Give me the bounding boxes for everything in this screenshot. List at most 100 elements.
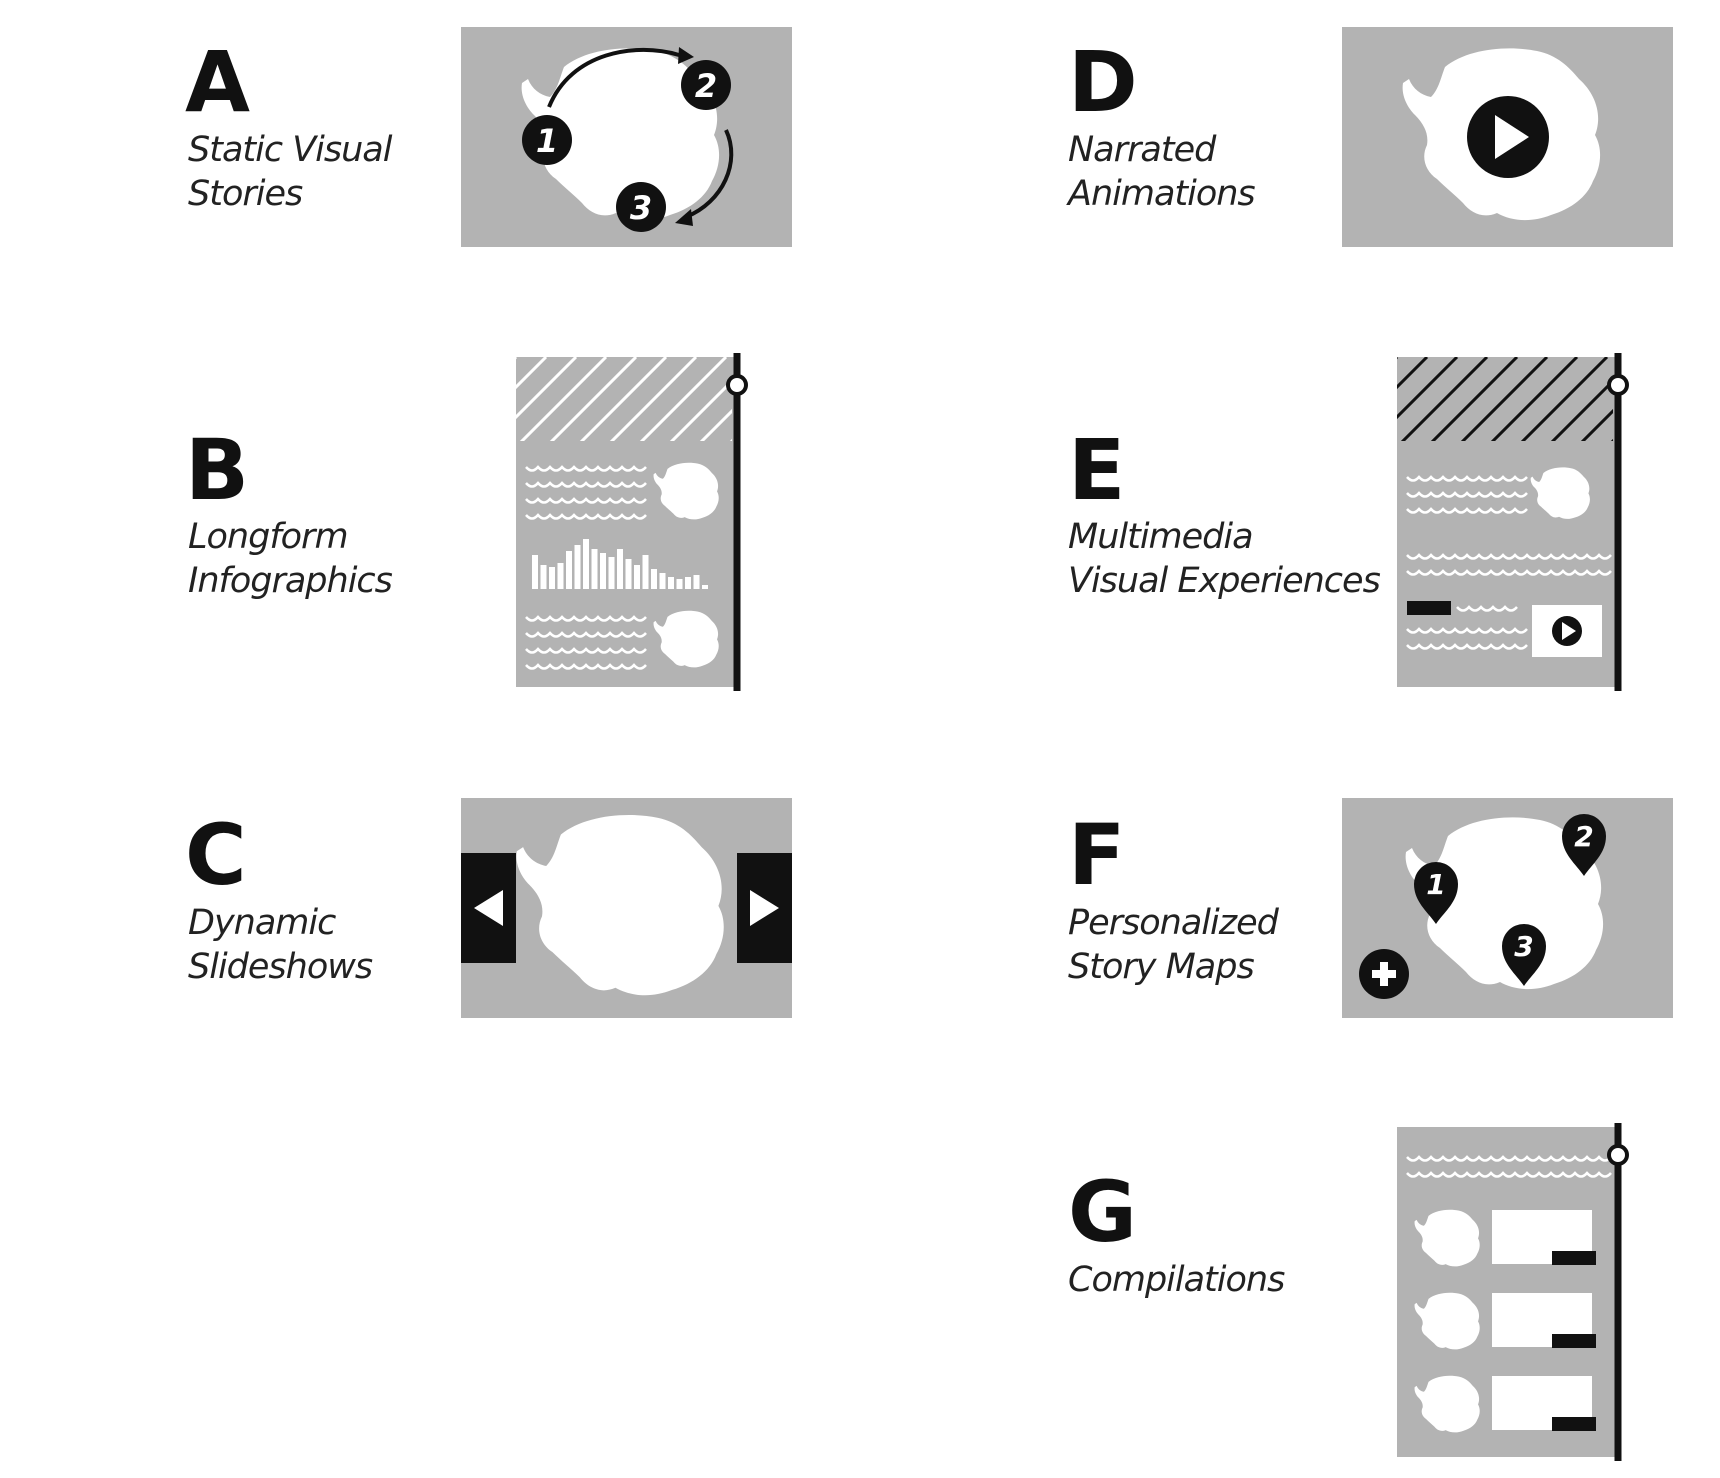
panel-longform-infographics xyxy=(516,353,748,691)
bar xyxy=(676,579,683,589)
wave-line xyxy=(525,497,647,504)
add-button-icon[interactable] xyxy=(1359,949,1409,999)
hatch-line xyxy=(1397,357,1459,420)
bar xyxy=(608,557,615,589)
wave-line xyxy=(525,615,647,622)
map-pin-2-icon[interactable]: 2 xyxy=(1562,814,1606,876)
step-3-marker: 3 xyxy=(616,182,666,232)
hatch-line xyxy=(1520,357,1609,441)
bar xyxy=(668,577,674,589)
hatched-header xyxy=(516,357,732,441)
wave-line xyxy=(1406,507,1528,514)
card-bar xyxy=(1552,1417,1596,1431)
previous-arrow-icon[interactable] xyxy=(461,853,516,963)
bar xyxy=(532,555,538,589)
panel-dynamic-slideshows xyxy=(461,798,792,1018)
map-pin-3-icon[interactable]: 3 xyxy=(1502,924,1546,986)
hatch-line xyxy=(1490,357,1579,441)
arrowhead-icon xyxy=(678,47,694,64)
type-letter-c: C xyxy=(185,806,247,904)
scrollbar-handle[interactable] xyxy=(1607,1144,1629,1166)
type-label-a-line1: Static Visual xyxy=(188,130,392,170)
type-label-c-line2: Slideshows xyxy=(188,947,373,987)
bar xyxy=(702,585,708,589)
next-arrow-icon[interactable] xyxy=(737,853,792,963)
curved-arrow-icon xyxy=(547,48,680,108)
panel-d-art xyxy=(1402,48,1601,221)
bar xyxy=(583,539,589,589)
wave-line xyxy=(525,647,647,654)
panel-c-art xyxy=(461,814,792,996)
bar xyxy=(540,565,547,589)
play-button-icon[interactable] xyxy=(1467,96,1549,178)
panel-f-art: 1 2 3 xyxy=(1359,814,1606,999)
wave-line xyxy=(525,481,647,488)
list-card[interactable] xyxy=(1414,1209,1596,1267)
hatch-line xyxy=(1400,357,1489,441)
step-2-marker: 2 xyxy=(681,60,731,110)
wave-text-lines xyxy=(1456,605,1518,612)
wave-line xyxy=(1406,627,1528,634)
bar-chart xyxy=(532,539,708,589)
hatch-line xyxy=(1397,357,1399,360)
wave-line xyxy=(1406,553,1612,560)
hatch-line xyxy=(1550,378,1613,441)
hatch-line xyxy=(1460,357,1549,441)
hatch-line xyxy=(516,357,518,360)
antarctica-map xyxy=(1530,467,1590,519)
type-letter-e: E xyxy=(1068,421,1125,519)
wave-line xyxy=(1406,475,1528,482)
type-label-d-line2: Animations xyxy=(1068,174,1256,214)
panel-multimedia-visual-experiences xyxy=(1397,353,1629,691)
card-bar xyxy=(1552,1251,1596,1265)
list-card[interactable] xyxy=(1414,1375,1596,1433)
curved-arrow-icon xyxy=(685,129,734,219)
antarctica-map xyxy=(516,814,724,996)
type-label-e-line2: Visual Experiences xyxy=(1068,561,1381,601)
wave-line xyxy=(1406,491,1528,498)
bar xyxy=(566,551,572,589)
wave-line xyxy=(525,513,647,520)
antarctica-map xyxy=(1414,1209,1480,1267)
bar xyxy=(591,549,598,589)
bar xyxy=(651,569,657,589)
hatch-line xyxy=(639,357,728,441)
bar xyxy=(634,565,640,589)
hatch-line xyxy=(1397,357,1429,390)
type-label-b-line2: Infographics xyxy=(188,561,393,601)
wave-text-lines xyxy=(1406,553,1612,576)
wave-text-lines xyxy=(1406,627,1528,650)
antarctica-map xyxy=(653,610,719,668)
map-pin-1-label: 1 xyxy=(1426,868,1445,901)
antarctica-map xyxy=(653,462,719,520)
hatch-line xyxy=(549,357,638,441)
hatch-line xyxy=(516,357,578,420)
list-card[interactable] xyxy=(1414,1292,1596,1350)
wave-line xyxy=(1456,605,1518,612)
bar xyxy=(659,573,666,589)
scrollbar-handle[interactable] xyxy=(1607,374,1629,396)
wave-text-lines xyxy=(1406,475,1528,514)
panel-g-art xyxy=(1406,1123,1629,1461)
antarctica-map xyxy=(521,48,720,221)
step-2-label: 2 xyxy=(695,67,717,105)
type-label-g-line1: Compilations xyxy=(1068,1260,1285,1300)
wave-line xyxy=(1406,1171,1612,1178)
wave-line xyxy=(1406,643,1528,650)
bar xyxy=(642,555,649,589)
video-play-button-icon[interactable] xyxy=(1532,605,1602,657)
wave-line xyxy=(1406,1155,1612,1162)
wave-text-lines xyxy=(525,615,647,670)
hatch-line xyxy=(1580,408,1613,441)
step-3-label: 3 xyxy=(630,189,652,227)
wave-text-lines xyxy=(525,465,647,520)
panel-narrated-animations xyxy=(1342,27,1673,247)
antarctica-map xyxy=(1405,817,1604,990)
type-label-d-line1: Narrated xyxy=(1068,130,1216,170)
map-pin-1-icon[interactable]: 1 xyxy=(1414,862,1458,924)
scrollbar-handle[interactable] xyxy=(726,374,748,396)
wave-line xyxy=(525,663,647,670)
type-letter-a: A xyxy=(185,33,250,131)
card-bar xyxy=(1552,1334,1596,1348)
map-pin-3-label: 3 xyxy=(1514,930,1533,963)
